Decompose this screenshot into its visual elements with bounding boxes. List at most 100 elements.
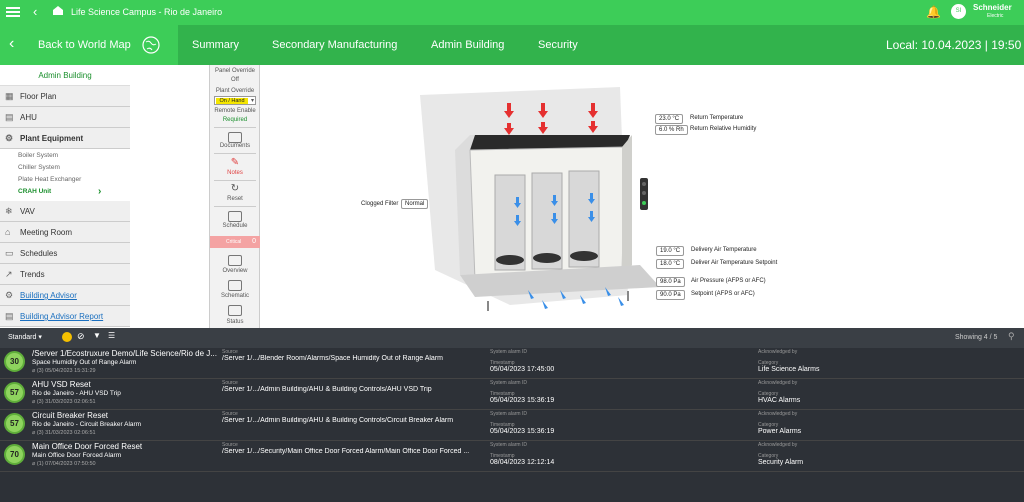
alarm-row[interactable]: 30/Server 1/Ecostruxure Demo/Life Scienc… <box>0 348 1024 379</box>
bell-icon[interactable]: 🔔 <box>926 5 941 19</box>
report-icon: ▤ <box>5 311 14 321</box>
meeting-room-icon: ⌂ <box>5 227 11 237</box>
delivery-temp-value[interactable]: 19.0 °C <box>656 246 685 256</box>
nav-bar: ‹ Back to World Map Summary Secondary Ma… <box>0 25 1024 65</box>
system-alarm-id-label: System alarm ID <box>490 380 527 386</box>
tab-admin-building[interactable]: Admin Building <box>431 39 505 51</box>
divider <box>214 180 256 181</box>
system-alarm-id-label: System alarm ID <box>490 349 527 355</box>
sidebar-item-schedules[interactable]: ▭Schedules <box>0 243 130 264</box>
globe-icon[interactable] <box>142 36 160 54</box>
tab-secondary-manufacturing[interactable]: Secondary Manufacturing <box>272 39 398 51</box>
block-icon[interactable]: ⊘ <box>77 331 85 341</box>
paperclip-icon: ⌀ <box>32 399 37 405</box>
back-to-world-map[interactable]: ‹ Back to World Map <box>0 25 178 65</box>
alarm-meta: ⌀ (3) 05/04/2023 15:31:29 <box>32 368 96 374</box>
menu-icon[interactable] <box>6 5 20 19</box>
deliver-setpoint-value[interactable]: 18.0 °C <box>656 259 685 269</box>
tab-summary[interactable]: Summary <box>192 39 240 51</box>
alarm-meta: ⌀ (3) 31/03/2023 02:06:51 <box>32 430 96 436</box>
plant-override-select[interactable]: On / Hand ▾ <box>214 96 256 105</box>
delivery-temp-label: Delivery Air Temperature <box>691 247 757 253</box>
back-label: Back to World Map <box>38 39 131 51</box>
acknowledged-label: Acknowledged by <box>758 411 798 417</box>
alarm-meta: ⌀ (3) 31/03/2023 02:06:51 <box>32 399 96 405</box>
sidebar-item-trends[interactable]: ↗Trends <box>0 264 130 285</box>
priority-badge: 30 <box>4 351 25 372</box>
top-bar: ‹ Life Science Campus - Rio de Janeiro 🔔… <box>0 0 1024 25</box>
sidebar-sub-boiler[interactable]: Boiler System <box>0 152 130 159</box>
clogged-filter-value[interactable]: Normal <box>401 199 429 209</box>
category-label: Category <box>758 453 779 459</box>
sidebar-item-ahu[interactable]: ▤AHU <box>0 107 130 128</box>
alarm-category: Security Alarm <box>758 459 804 466</box>
source-label: Source <box>222 411 238 417</box>
filter-icon[interactable]: ▼ <box>93 331 101 340</box>
home-icon[interactable] <box>52 5 64 16</box>
sidebar-item-meeting-room[interactable]: ⌂Meeting Room <box>0 222 130 243</box>
status-button[interactable]: Status <box>226 319 244 325</box>
schedule-button[interactable]: Schedule <box>222 223 248 229</box>
return-temp-label: Return Temperature <box>690 115 744 121</box>
alarm-timestamp: 05/04/2023 17:45:00 <box>490 366 555 373</box>
schematic-button[interactable]: Schematic <box>220 293 249 299</box>
sidebar-item-plant-equipment[interactable]: ⚙Plant Equipment <box>0 128 130 149</box>
tab-security[interactable]: Security <box>538 39 578 51</box>
alarm-timestamp: 05/04/2023 15:36:19 <box>490 428 555 435</box>
alarm-source: /Server 1/.../Admin Building/AHU & Build… <box>222 386 432 393</box>
return-rh-value[interactable]: 6.0 % Rh <box>655 125 688 135</box>
air-pressure-value[interactable]: 98.0 Pa <box>656 277 685 287</box>
sidebar-link-building-advisor[interactable]: ⚙Building Advisor <box>0 285 130 306</box>
alarm-category: Power Alarms <box>758 428 802 435</box>
alarm-source: /Server 1/.../Admin Building/AHU & Build… <box>222 417 454 424</box>
chevron-left-icon[interactable]: ‹ <box>33 4 38 19</box>
clogged-filter-label: Clogged Filter <box>361 201 399 207</box>
documents-button[interactable]: Documents <box>219 143 251 149</box>
overview-icon[interactable] <box>228 255 242 266</box>
plant-override-label: Plant Override <box>215 88 255 94</box>
alarm-title: Main Office Door Forced Reset <box>32 442 143 451</box>
overview-button[interactable]: Overview <box>222 268 248 274</box>
divider <box>214 153 256 154</box>
alarm-toolbar: Standard ▾ ⊘ ▼ ☰ Showing 4 / 5 ⚲ <box>0 328 1024 348</box>
sidebar-sub-crah[interactable]: CRAH Unit› <box>0 186 130 197</box>
return-temp-value[interactable]: 23.0 °C <box>655 114 684 124</box>
sidebar-item-floor-plan[interactable]: ▦Floor Plan <box>0 86 130 107</box>
priority-badge: 57 <box>4 413 25 434</box>
pencil-icon[interactable]: ✎ <box>230 157 240 168</box>
ahu-icon: ▤ <box>5 112 14 122</box>
paperclip-icon: ⌀ <box>32 430 37 436</box>
reset-button[interactable]: Reset <box>227 196 243 202</box>
schedules-icon: ▭ <box>5 248 14 258</box>
status-icon[interactable] <box>228 305 242 316</box>
timestamp-label: Timestamp <box>490 360 515 366</box>
notes-button[interactable]: Notes <box>227 170 243 176</box>
sidebar-sub-plate-heat[interactable]: Plate Heat Exchanger <box>0 176 130 183</box>
columns-icon[interactable]: ☰ <box>108 331 116 340</box>
avatar[interactable]: SI <box>951 4 966 19</box>
alarm-timestamp: 05/04/2023 15:36:19 <box>490 397 555 404</box>
reset-icon[interactable]: ↻ <box>230 183 240 194</box>
crah-unit-illustration <box>420 87 660 311</box>
acknowledge-icon[interactable] <box>62 332 72 342</box>
sidebar-sub-chiller[interactable]: Chiller System <box>0 164 130 171</box>
trends-icon: ↗ <box>5 269 13 279</box>
sidebar-link-building-advisor-report[interactable]: ▤Building Advisor Report <box>0 306 130 327</box>
documents-icon[interactable] <box>228 132 242 143</box>
alarm-title: Circuit Breaker Reset <box>32 411 109 420</box>
search-icon[interactable]: ⚲ <box>1008 331 1015 341</box>
timestamp-label: Timestamp <box>490 391 515 397</box>
alarm-title: AHU VSD Reset <box>32 380 91 389</box>
view-select[interactable]: Standard ▾ <box>8 334 42 341</box>
schematic-icon[interactable] <box>228 280 242 291</box>
setpoint-value[interactable]: 90.0 Pa <box>656 290 685 300</box>
schedule-icon[interactable] <box>228 211 242 222</box>
acknowledged-label: Acknowledged by <box>758 380 798 386</box>
sidebar-item-vav[interactable]: ❄VAV <box>0 201 130 222</box>
system-alarm-id-label: System alarm ID <box>490 411 527 417</box>
